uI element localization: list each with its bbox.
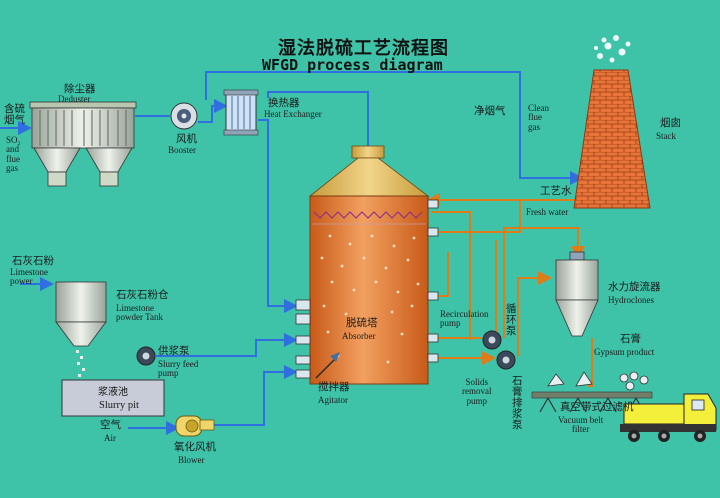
recirc-label-en: Recirculation pump: [440, 309, 489, 329]
slurry-pit-label-zh: 浆液池: [98, 387, 128, 398]
agitator-label-zh: 搅拌器: [318, 382, 350, 393]
deduster: [29, 101, 137, 187]
hydro-label-en: Hydroclones: [608, 295, 654, 305]
hydro-underflow-line: [588, 338, 593, 387]
diagram-title-en: WFGD process diagram: [262, 56, 443, 74]
recirc-label-zh: 循 环 泵: [506, 304, 517, 338]
stack-label-zh: 烟囱: [660, 118, 681, 129]
slurry-feed-pump: [136, 346, 156, 366]
recirculation-up-2: [503, 227, 585, 338]
absorber-tower: [295, 145, 439, 385]
absorber-label-en: Absorber: [342, 331, 376, 341]
air-label-en: Air: [104, 433, 116, 443]
flue-gas-lines: [0, 71, 584, 435]
solids-label-en: Solids removal pump: [462, 377, 492, 406]
solids-to-hydro-line: [517, 271, 552, 356]
limestone-label-en: Limestone power: [10, 267, 48, 287]
slurry-pit-label-en: Slurry pit: [99, 400, 139, 411]
oxidation-blower: [175, 415, 215, 437]
gypsum-label-en: Gypsum product: [594, 347, 655, 357]
belt-filter-label-en: Vacuum belt filter: [558, 415, 604, 435]
deduster-label-en: Deduster: [58, 94, 91, 104]
belt-filter-label-zh: 真空带式过滤机: [560, 402, 634, 413]
tank-label-en: Limestone powder Tank: [116, 303, 163, 323]
air-label-zh: 空气: [100, 420, 121, 431]
hx-to-absorber-line: [258, 119, 298, 313]
hydroclone: [555, 251, 599, 337]
flue-inlet-label-zh: 含硫 烟气: [4, 104, 25, 127]
slurry-lines: [426, 193, 650, 387]
limestone-label-zh: 石灰石粉: [12, 256, 54, 267]
fresh-water-label-en: Fresh water: [526, 207, 569, 217]
agitator-label-en: Agitator: [318, 395, 348, 405]
booster-to-hx-line: [198, 99, 228, 123]
recirculation-return: [432, 211, 471, 340]
hx-to-stack-line: [205, 71, 584, 185]
feed-pump-to-absorber-line: [156, 333, 298, 357]
smoke-icon: [594, 35, 631, 63]
booster-label-en: Booster: [168, 145, 196, 155]
truck-icon: [620, 393, 717, 442]
booster-fan: [170, 102, 198, 130]
recirculation-pump: [482, 330, 502, 350]
diagram-title-zh: 湿法脱硫工艺流程图: [278, 38, 449, 59]
belt-rollers-icon: [547, 371, 649, 391]
blower-label-en: Blower: [178, 455, 205, 465]
booster-label-zh: 风机: [176, 134, 197, 145]
clean-gas-label-en: Clean flue gas: [528, 103, 549, 132]
deduster-label-zh: 除尘器: [64, 84, 96, 95]
slurry-feed-label-zh: 供浆泵: [158, 346, 190, 357]
absorber-label-zh: 脱硫塔: [346, 318, 378, 329]
hx-label-zh: 换热器: [268, 98, 300, 109]
limestone-tank: [20, 277, 107, 377]
spray-droplets: [320, 234, 420, 364]
hx-label-en: Heat Exchanger: [264, 109, 322, 119]
stack-label-en: Stack: [656, 131, 676, 141]
blower-to-absorber-line: [214, 365, 298, 426]
hydro-label-zh: 水力旋流器: [608, 282, 661, 293]
agitator-icon: [315, 352, 340, 379]
flue-inlet-label-en: SO₂ and flue gas: [6, 135, 21, 174]
solids-label-zh: 石 膏 排 浆 泵: [512, 376, 523, 432]
gypsum-label-zh: 石膏: [620, 334, 641, 345]
heat-exchanger: [223, 89, 259, 136]
slurry-pit: [61, 379, 165, 417]
blower-label-zh: 氧化风机: [174, 442, 216, 453]
fresh-water-label-zh: 工艺水: [540, 186, 572, 197]
stack: [573, 35, 651, 209]
absorber-top-to-hx-line: [267, 91, 369, 148]
slurry-feed-label-en: Slurry feed pump: [158, 359, 199, 379]
solids-removal-pump: [496, 350, 516, 370]
vacuum-belt-filter: [531, 371, 653, 413]
tank-label-zh: 石灰石粉仓: [116, 290, 169, 301]
tank-to-absorber-line: [432, 252, 449, 297]
clean-gas-label-zh: 净烟气: [474, 106, 506, 117]
fresh-water-branch: [432, 200, 521, 233]
powder-fall: [76, 350, 85, 377]
